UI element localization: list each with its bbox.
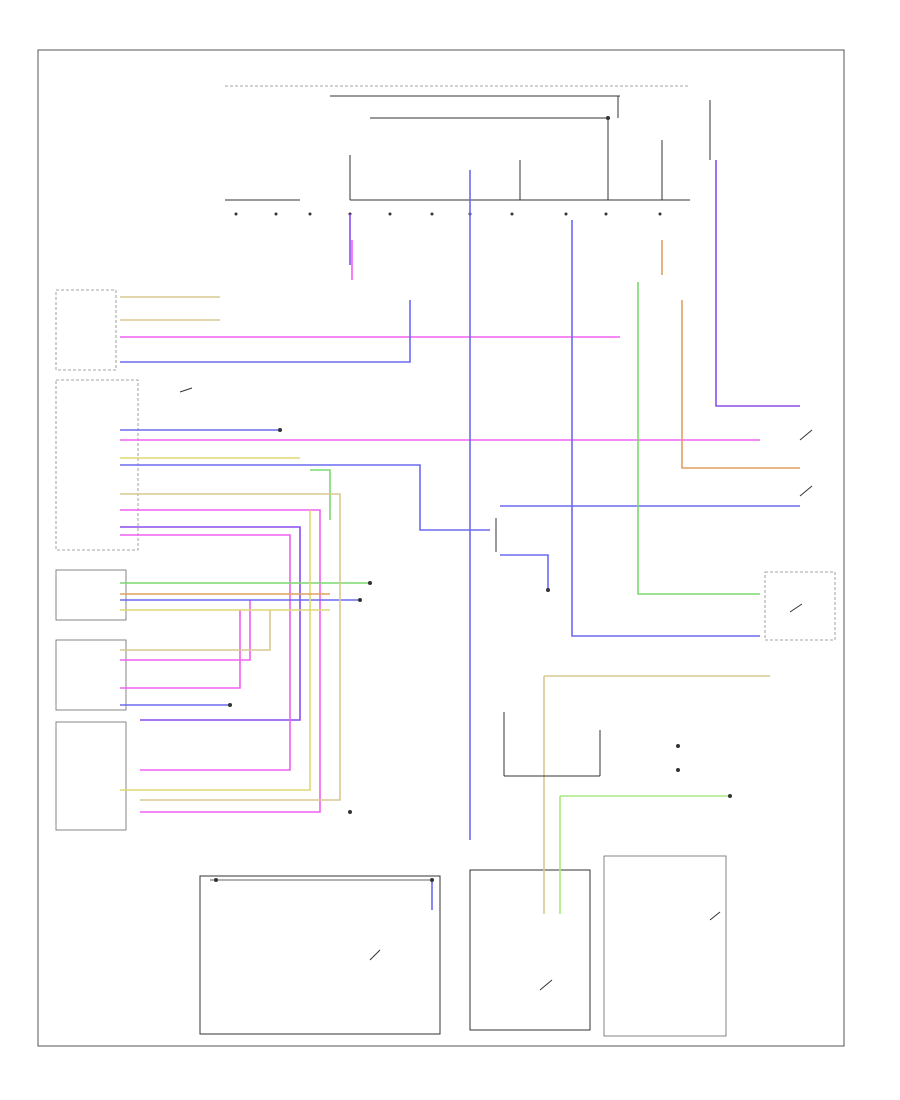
switch-symbols — [179, 387, 813, 991]
module-boxes — [55, 289, 836, 1037]
transmission-range-sensor-box — [55, 569, 127, 621]
powertrain-control-module-box — [55, 289, 117, 371]
colored-wiring — [120, 160, 800, 914]
brake-shift-interlock-box — [603, 855, 727, 1037]
terminal-nodes — [214, 116, 732, 882]
selector-switch-box — [764, 571, 836, 641]
power-rails — [225, 85, 711, 201]
transmission-control-module-box — [55, 721, 127, 831]
transmission-solenoid-block — [199, 875, 441, 1035]
relay-block — [469, 869, 591, 1031]
connector-pins-top — [234, 212, 662, 216]
trs-connector-box — [55, 639, 127, 711]
diagram-frame — [37, 49, 845, 1047]
